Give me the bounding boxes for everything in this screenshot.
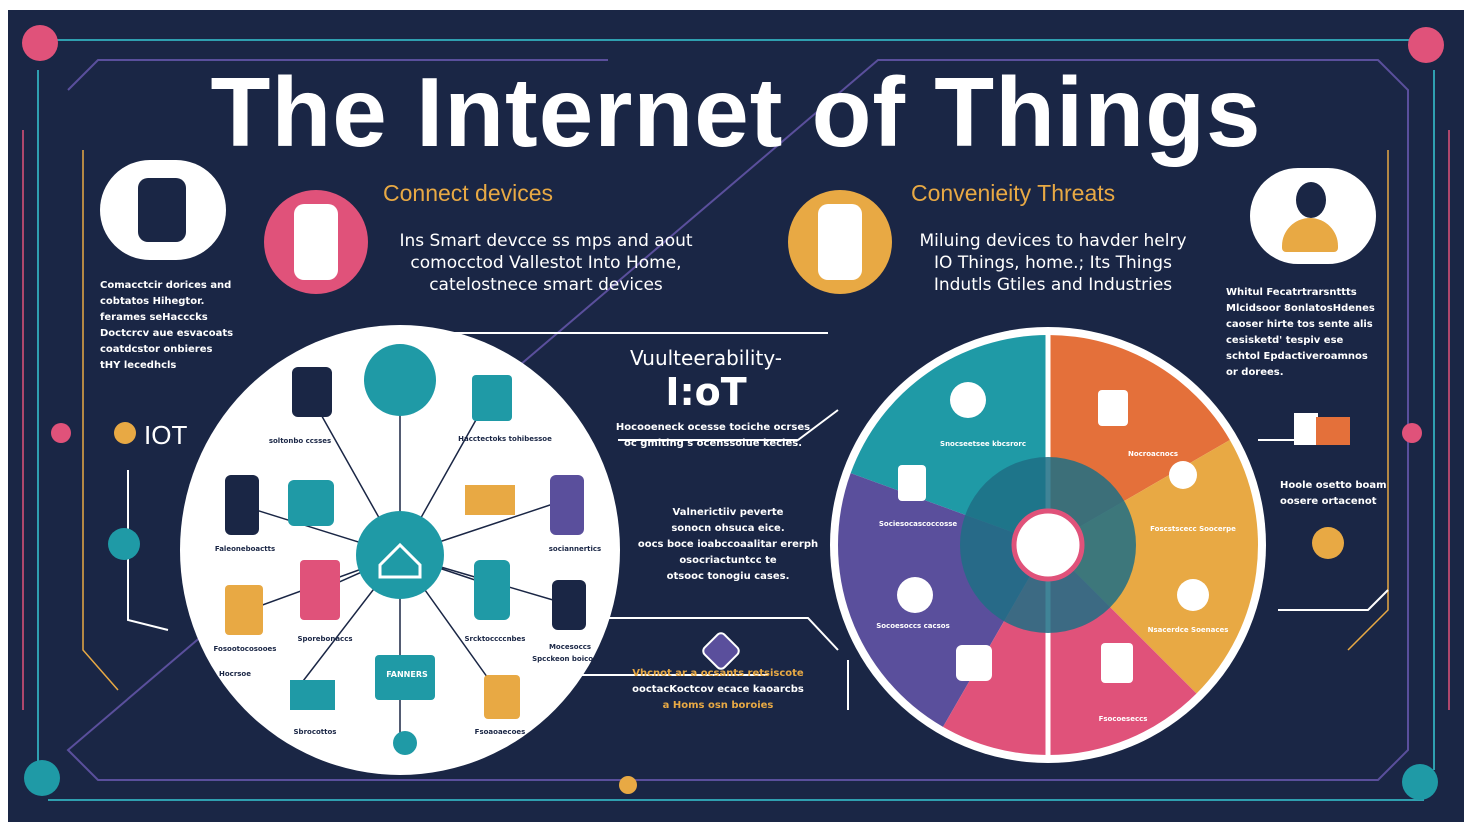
circuit-frame <box>22 25 1450 801</box>
segment-yellow <box>1048 440 1258 694</box>
text-line: cesisketd' tespiv ese <box>1226 335 1344 346</box>
text-line: caoser hirte tos sente alis <box>1226 319 1373 330</box>
right-note-2: Hoole osetto boam oosere ortacenot <box>1280 478 1387 510</box>
device-label: Fsoaoaecoes <box>474 728 526 736</box>
convenience-heading: Convenieity Threats <box>911 180 1116 206</box>
connect-text: Ins Smart devcce ss mps and aout comocct… <box>386 230 706 296</box>
iot-heading: I:oT <box>665 370 747 414</box>
text-line: a Homs osn boroies <box>662 700 774 711</box>
text-line: oosere ortacenot <box>1280 496 1377 507</box>
text-line: ferames seHacccks <box>100 312 208 323</box>
convenience-text: Miluing devices to havder helry IO Thing… <box>908 230 1198 296</box>
infographic-canvas: The Internet of Things Connect devices I… <box>8 10 1464 822</box>
threat-label: Nsacerdce Soenaces <box>1147 626 1229 634</box>
text-line: tHY lecedhcls <box>100 360 177 371</box>
text-line: sonocn ohsuca eice. <box>671 523 785 534</box>
device-label: sociannertics <box>548 545 602 553</box>
watch-icon <box>788 190 892 294</box>
center-para-1: Hocooeneck ocesse tociche ocrses oc gmit… <box>608 420 818 452</box>
text-line: otsooc tonogiu cases. <box>666 571 790 582</box>
center-para-3: Vhcnot ar a ocsants retsiscote ooctacKoc… <box>618 666 818 714</box>
watch-icon <box>264 190 368 294</box>
right-note: Whitul Fecatrtrarsnttts Mlcidsoor 8onlat… <box>1226 285 1375 381</box>
connect-heading: Connect devices <box>383 180 554 206</box>
text-line: ooctacKoctcov ecace kaoarcbs <box>632 684 804 695</box>
text-line: Mlcidsoor 8onlatosHdenes <box>1226 303 1375 314</box>
text-line: schtol Epdactiveroamnos <box>1226 351 1368 362</box>
text-line: comocctod Vallestot Into Home, <box>410 253 682 273</box>
text-line: Doctcrcv aue esvacoats <box>100 328 234 339</box>
hub-label: FANNERS <box>386 670 428 679</box>
device-label: Mocesoccs <box>548 643 592 651</box>
house-icon <box>1294 405 1352 445</box>
text-line: oc gmiting s ocenssolue kecles. <box>623 438 803 449</box>
text-line: Ins Smart devcce ss mps and aout <box>399 231 693 251</box>
text-line: Hocooeneck ocesse tociche ocrses <box>615 422 811 433</box>
threat-label: Nocroacnocs <box>1127 450 1179 458</box>
threat-label: Foscstscecc Soocerpe <box>1150 525 1236 533</box>
text-line: osocriactuntcc te <box>679 555 777 566</box>
device-label: soltonbo ccsses <box>268 437 332 445</box>
device-label: Spcckeon boicoe <box>532 655 598 663</box>
threat-label: Fsocoeseccs <box>1098 715 1148 723</box>
text-line: or dorees. <box>1226 367 1284 378</box>
device-label: Faleoneboactts <box>214 545 276 553</box>
text-line: Indutls Gtiles and Industries <box>933 275 1173 295</box>
threat-label: Socoesoccs cacsos <box>876 622 950 630</box>
page-title: The Internet of Things <box>210 57 1262 167</box>
text-line: Whitul Fecatrtrarsnttts <box>1226 287 1357 298</box>
text-line: Hoole osetto boam <box>1280 480 1387 491</box>
device-network <box>225 344 586 755</box>
text-line: IO Things, home.; Its Things <box>934 253 1172 273</box>
text-line: catelostnece smart devices <box>429 275 663 295</box>
device-label: Fosootocosooes <box>213 645 277 653</box>
text-line: oocs boce ioabccoaalitar ererph <box>637 539 819 550</box>
text-line: Vhcnot ar a ocsants retsiscote <box>632 668 804 679</box>
threat-label: Snocseetsee kbcsrorc <box>940 440 1026 448</box>
device-label: Hacctectoks tohibessoe <box>458 435 552 443</box>
center-para-2: Valnerictiiv peverte sonocn ohsuca eice.… <box>628 505 828 585</box>
device-label: Srcktoccccnbes <box>464 635 526 643</box>
threats-pie-circle <box>830 327 1266 763</box>
text-line: cobtatos Hihegtor. <box>100 296 205 307</box>
text-line: coatdcstor onbieres <box>100 344 213 355</box>
left-note: Comacctcir dorices and cobtatos Hihegtor… <box>100 278 233 374</box>
device-label: Hocrsoe <box>219 670 251 678</box>
cloud-person-icon <box>1250 168 1376 264</box>
text-line: Comacctcir dorices and <box>100 280 232 291</box>
text-line: Miluing devices to havder helry <box>919 231 1187 251</box>
iot-label: IOT <box>144 420 188 450</box>
cloud-watch-icon <box>100 160 226 260</box>
text-line: Valnerictiiv peverte <box>672 507 784 518</box>
vulnerability-subtitle: Vuulteerability- <box>629 346 783 370</box>
threat-label: Sociesocascoccosse <box>878 520 958 528</box>
device-label: Sbrocottos <box>293 728 337 736</box>
connected-devices-circle: FANNERS soltonbo ccsses Hacctectoks tohi… <box>180 325 620 775</box>
iot-pin-icon <box>114 422 136 444</box>
device-label: Sporebonaccs <box>297 635 353 643</box>
